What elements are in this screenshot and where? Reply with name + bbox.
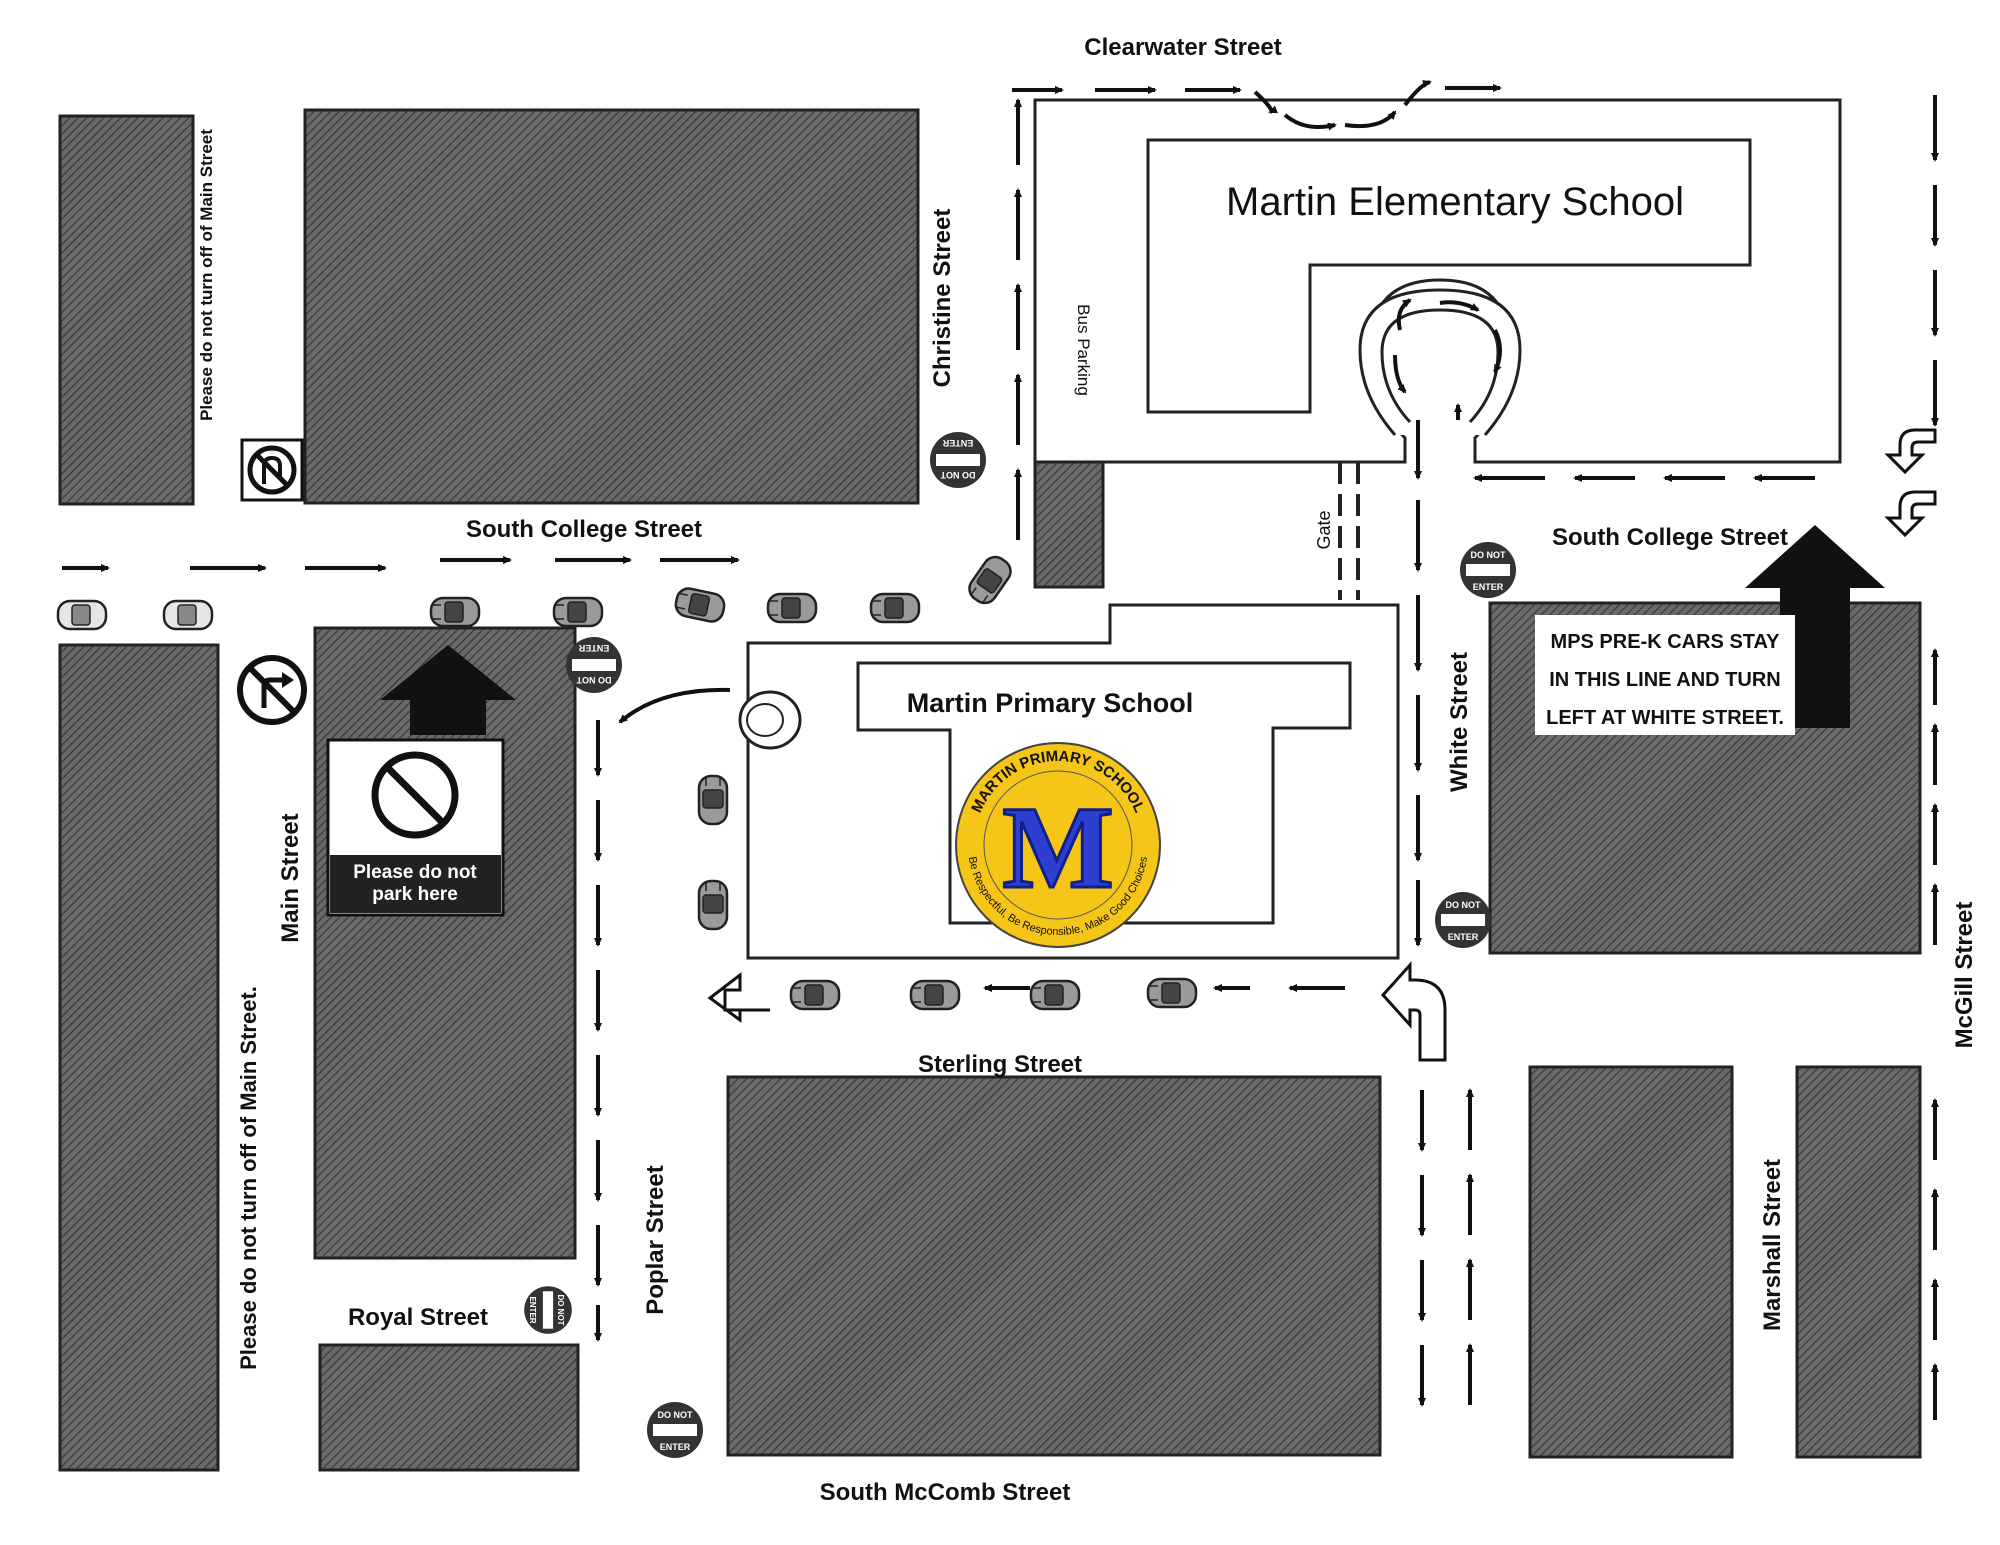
main-street-note-bottom: Please do not turn off of Main Street. <box>236 986 261 1370</box>
do-not-enter-icon: DO NOT ENTER <box>524 1286 572 1334</box>
svg-text:ENTER: ENTER <box>942 438 973 448</box>
mcgill-street-label: McGill Street <box>1951 902 1978 1049</box>
main-street-note-top: Please do not turn off of Main Street <box>197 129 216 421</box>
no-right-turn-icon <box>237 655 307 725</box>
car-icon <box>869 592 921 624</box>
do-not-enter-icon: DO NOT ENTER <box>566 637 622 693</box>
poplar-street-label: Poplar Street <box>642 1165 669 1314</box>
car-icon <box>429 596 481 628</box>
svg-text:DO NOT: DO NOT <box>1446 900 1482 910</box>
south-mccomb-street-label: South McComb Street <box>820 1479 1071 1506</box>
royal-street-label: Royal Street <box>348 1304 488 1331</box>
car-icon <box>909 979 961 1011</box>
south-college-street-label-left: South College Street <box>466 516 702 543</box>
traffic-arrows <box>62 80 1939 1420</box>
clearwater-street-label: Clearwater Street <box>1084 34 1281 61</box>
svg-text:ENTER: ENTER <box>660 1442 691 1452</box>
sterling-street-label: Sterling Street <box>918 1051 1082 1078</box>
car-icon <box>672 585 728 625</box>
svg-text:DO NOT: DO NOT <box>658 1410 694 1420</box>
car-icon <box>697 879 729 931</box>
elementary-school-name: Martin Elementary School <box>1226 180 1684 224</box>
no-parking-icon <box>371 751 459 839</box>
car-icon <box>789 979 841 1011</box>
white-street-label: White Street <box>1446 652 1473 792</box>
svg-text:DO NOT: DO NOT <box>1471 550 1507 560</box>
block-left-main <box>58 643 220 1472</box>
no-park-text-1: Please do not <box>353 862 477 883</box>
car-icon <box>162 599 214 631</box>
block-south-center <box>726 1075 1382 1457</box>
svg-text:ENTER: ENTER <box>1473 582 1504 592</box>
car-icon <box>766 592 818 624</box>
street-labels: Clearwater Street South College Street S… <box>197 34 1978 1506</box>
pre-k-line-1: MPS PRE-K CARS STAY <box>1551 631 1781 653</box>
car-icon <box>552 596 604 628</box>
christine-street-label: Christine Street <box>929 209 956 388</box>
block-marshall-right <box>1795 1065 1922 1459</box>
block-royal <box>318 1343 580 1472</box>
car-icon <box>697 774 729 826</box>
do-not-enter-icon: DO NOT ENTER <box>647 1402 703 1458</box>
no-u-turn-icon <box>240 438 304 502</box>
svg-text:ENTER: ENTER <box>578 643 609 653</box>
svg-text:ENTER: ENTER <box>1448 932 1479 942</box>
elementary-school: Martin Elementary School <box>1033 98 1842 600</box>
svg-text:DO NOT: DO NOT <box>940 470 976 480</box>
up-arrow-icon <box>380 645 516 735</box>
pre-k-line-3: LEFT AT WHITE STREET. <box>1546 707 1784 729</box>
block-marshall-left <box>1528 1065 1734 1459</box>
pre-k-line-2: IN THIS LINE AND TURN <box>1549 669 1780 691</box>
no-parking-sign: Please do not park here <box>326 738 505 917</box>
pre-k-instruction: MPS PRE-K CARS STAY IN THIS LINE AND TUR… <box>1535 615 1795 735</box>
svg-text:DO NOT: DO NOT <box>556 1294 565 1325</box>
svg-text:DO NOT: DO NOT <box>576 675 612 685</box>
do-not-enter-icon: DO NOT ENTER <box>1435 892 1491 948</box>
gate-label: Gate <box>1314 510 1334 549</box>
block-top-left <box>58 114 195 506</box>
do-not-enter-icon: DO NOT ENTER <box>930 432 986 488</box>
school-logo: MARTIN PRIMARY SCHOOL Be Respectful, Be … <box>955 742 1161 948</box>
logo-letter: M <box>1002 782 1113 913</box>
do-not-enter-signs: DO NOT ENTER DO NOT ENTER DO NOT ENTER DO N… <box>524 432 1516 1458</box>
do-not-enter-icon: DO NOT ENTER <box>1460 542 1516 598</box>
block-top-center <box>303 108 920 505</box>
no-park-text-2: park here <box>372 884 458 905</box>
primary-school-name: Martin Primary School <box>907 688 1194 718</box>
svg-text:ENTER: ENTER <box>528 1296 537 1323</box>
marshall-street-label: Marshall Street <box>1759 1159 1786 1331</box>
bus-parking-label: Bus Parking <box>1074 304 1093 396</box>
car-icon <box>56 599 108 631</box>
turn-arrow-icon <box>707 428 1937 1062</box>
south-college-street-label-right: South College Street <box>1552 524 1788 551</box>
car-icon <box>963 551 1017 609</box>
car-icon <box>1146 977 1198 1009</box>
main-street-label: Main Street <box>277 813 304 942</box>
car-icon <box>1029 979 1081 1011</box>
